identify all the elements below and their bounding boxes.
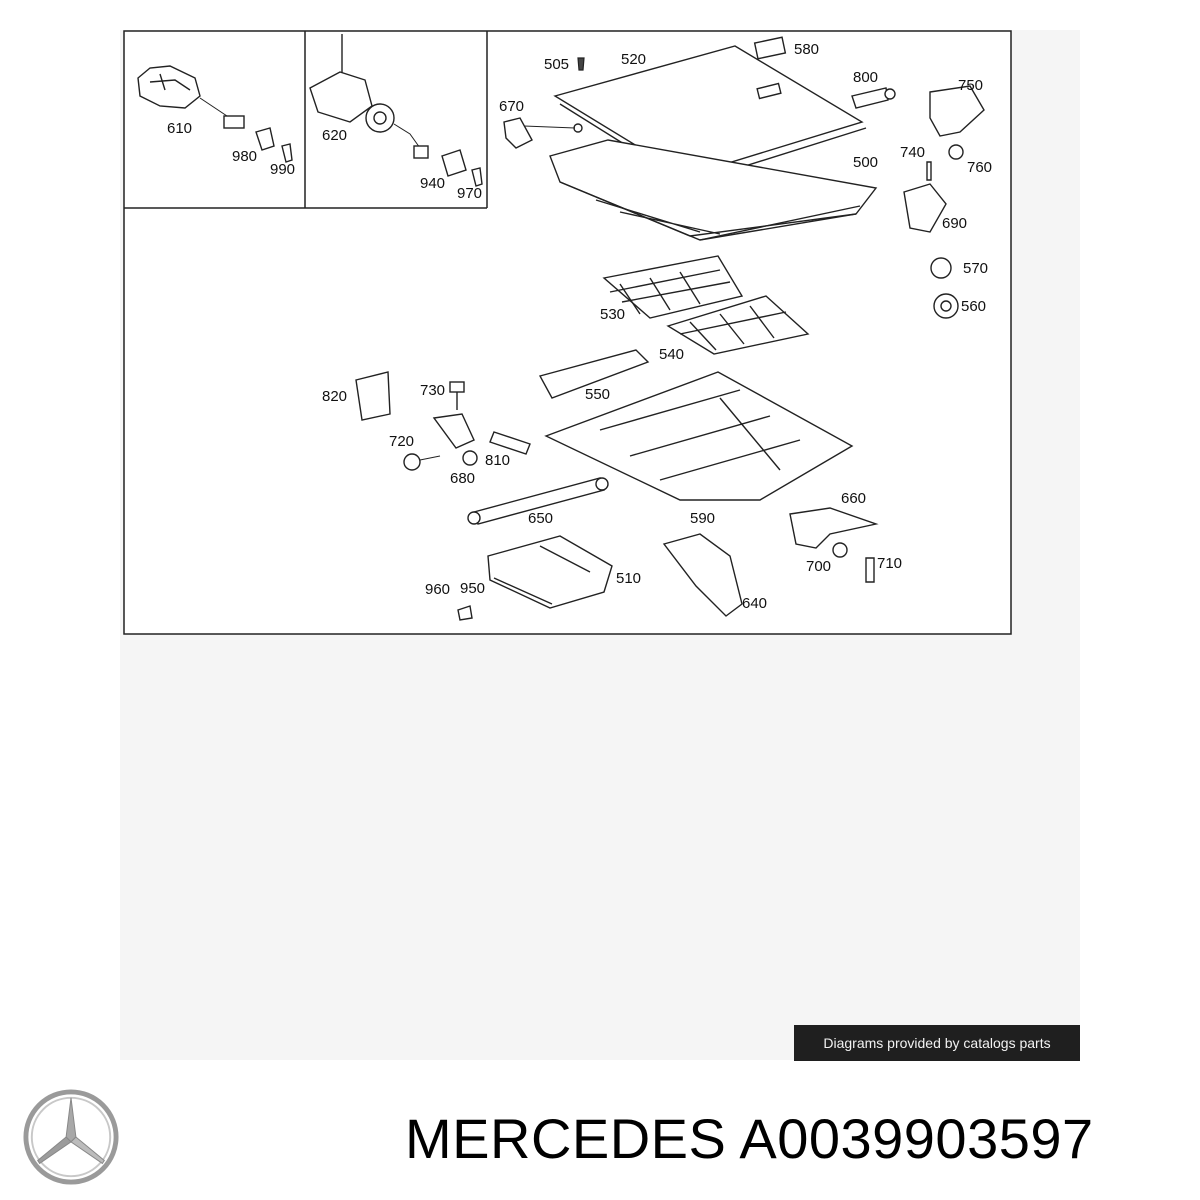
part-filters-drawing — [602, 255, 810, 355]
part-left-group-drawing — [355, 371, 531, 471]
part-590-drawing — [544, 371, 854, 501]
label-510: 510 — [616, 570, 641, 587]
part-right-group-drawing — [851, 85, 985, 319]
label-580: 580 — [794, 41, 819, 58]
diagram-credit-badge: Diagrams provided by catalogs parts — [794, 1025, 1080, 1061]
product-title: MERCEDES A0039903597 — [405, 1107, 1094, 1170]
label-820: 820 — [322, 388, 347, 405]
part-660-drawing — [789, 507, 879, 583]
label-505: 505 — [544, 56, 569, 73]
label-710: 710 — [877, 555, 902, 572]
part-650-drawing — [467, 477, 609, 525]
part-510-drawing — [457, 535, 613, 621]
label-700: 700 — [806, 558, 831, 575]
label-800: 800 — [853, 69, 878, 86]
part-550-drawing — [538, 349, 650, 399]
label-980: 980 — [232, 148, 257, 165]
label-690: 690 — [942, 215, 967, 232]
label-610: 610 — [167, 120, 192, 137]
label-750: 750 — [958, 77, 983, 94]
label-960: 960 — [425, 581, 450, 598]
label-550: 550 — [585, 386, 610, 403]
part-500-drawing — [549, 139, 878, 241]
part-670-drawing — [503, 117, 583, 149]
label-500: 500 — [853, 154, 878, 171]
label-950: 950 — [460, 580, 485, 597]
label-670: 670 — [499, 98, 524, 115]
label-650: 650 — [528, 510, 553, 527]
part-labels: 610 980 990 620 940 970 505 520 580 670 … — [167, 41, 992, 612]
diagram-frame — [123, 30, 1012, 635]
part-640-drawing — [662, 533, 743, 617]
mercedes-star-logo-icon — [23, 1089, 119, 1185]
label-590: 590 — [690, 510, 715, 527]
label-940: 940 — [420, 175, 445, 192]
label-530: 530 — [600, 306, 625, 323]
label-560: 560 — [961, 298, 986, 315]
label-740: 740 — [900, 144, 925, 161]
label-990: 990 — [270, 161, 295, 178]
label-570: 570 — [963, 260, 988, 277]
label-520: 520 — [621, 51, 646, 68]
label-760: 760 — [967, 159, 992, 176]
label-720: 720 — [389, 433, 414, 450]
label-540: 540 — [659, 346, 684, 363]
label-810: 810 — [485, 452, 510, 469]
label-620: 620 — [322, 127, 347, 144]
part-620-drawing — [309, 34, 483, 187]
label-730: 730 — [420, 382, 445, 399]
label-680: 680 — [450, 470, 475, 487]
label-660: 660 — [841, 490, 866, 507]
label-640: 640 — [742, 595, 767, 612]
part-610-drawing — [137, 65, 293, 163]
label-970: 970 — [457, 185, 482, 202]
